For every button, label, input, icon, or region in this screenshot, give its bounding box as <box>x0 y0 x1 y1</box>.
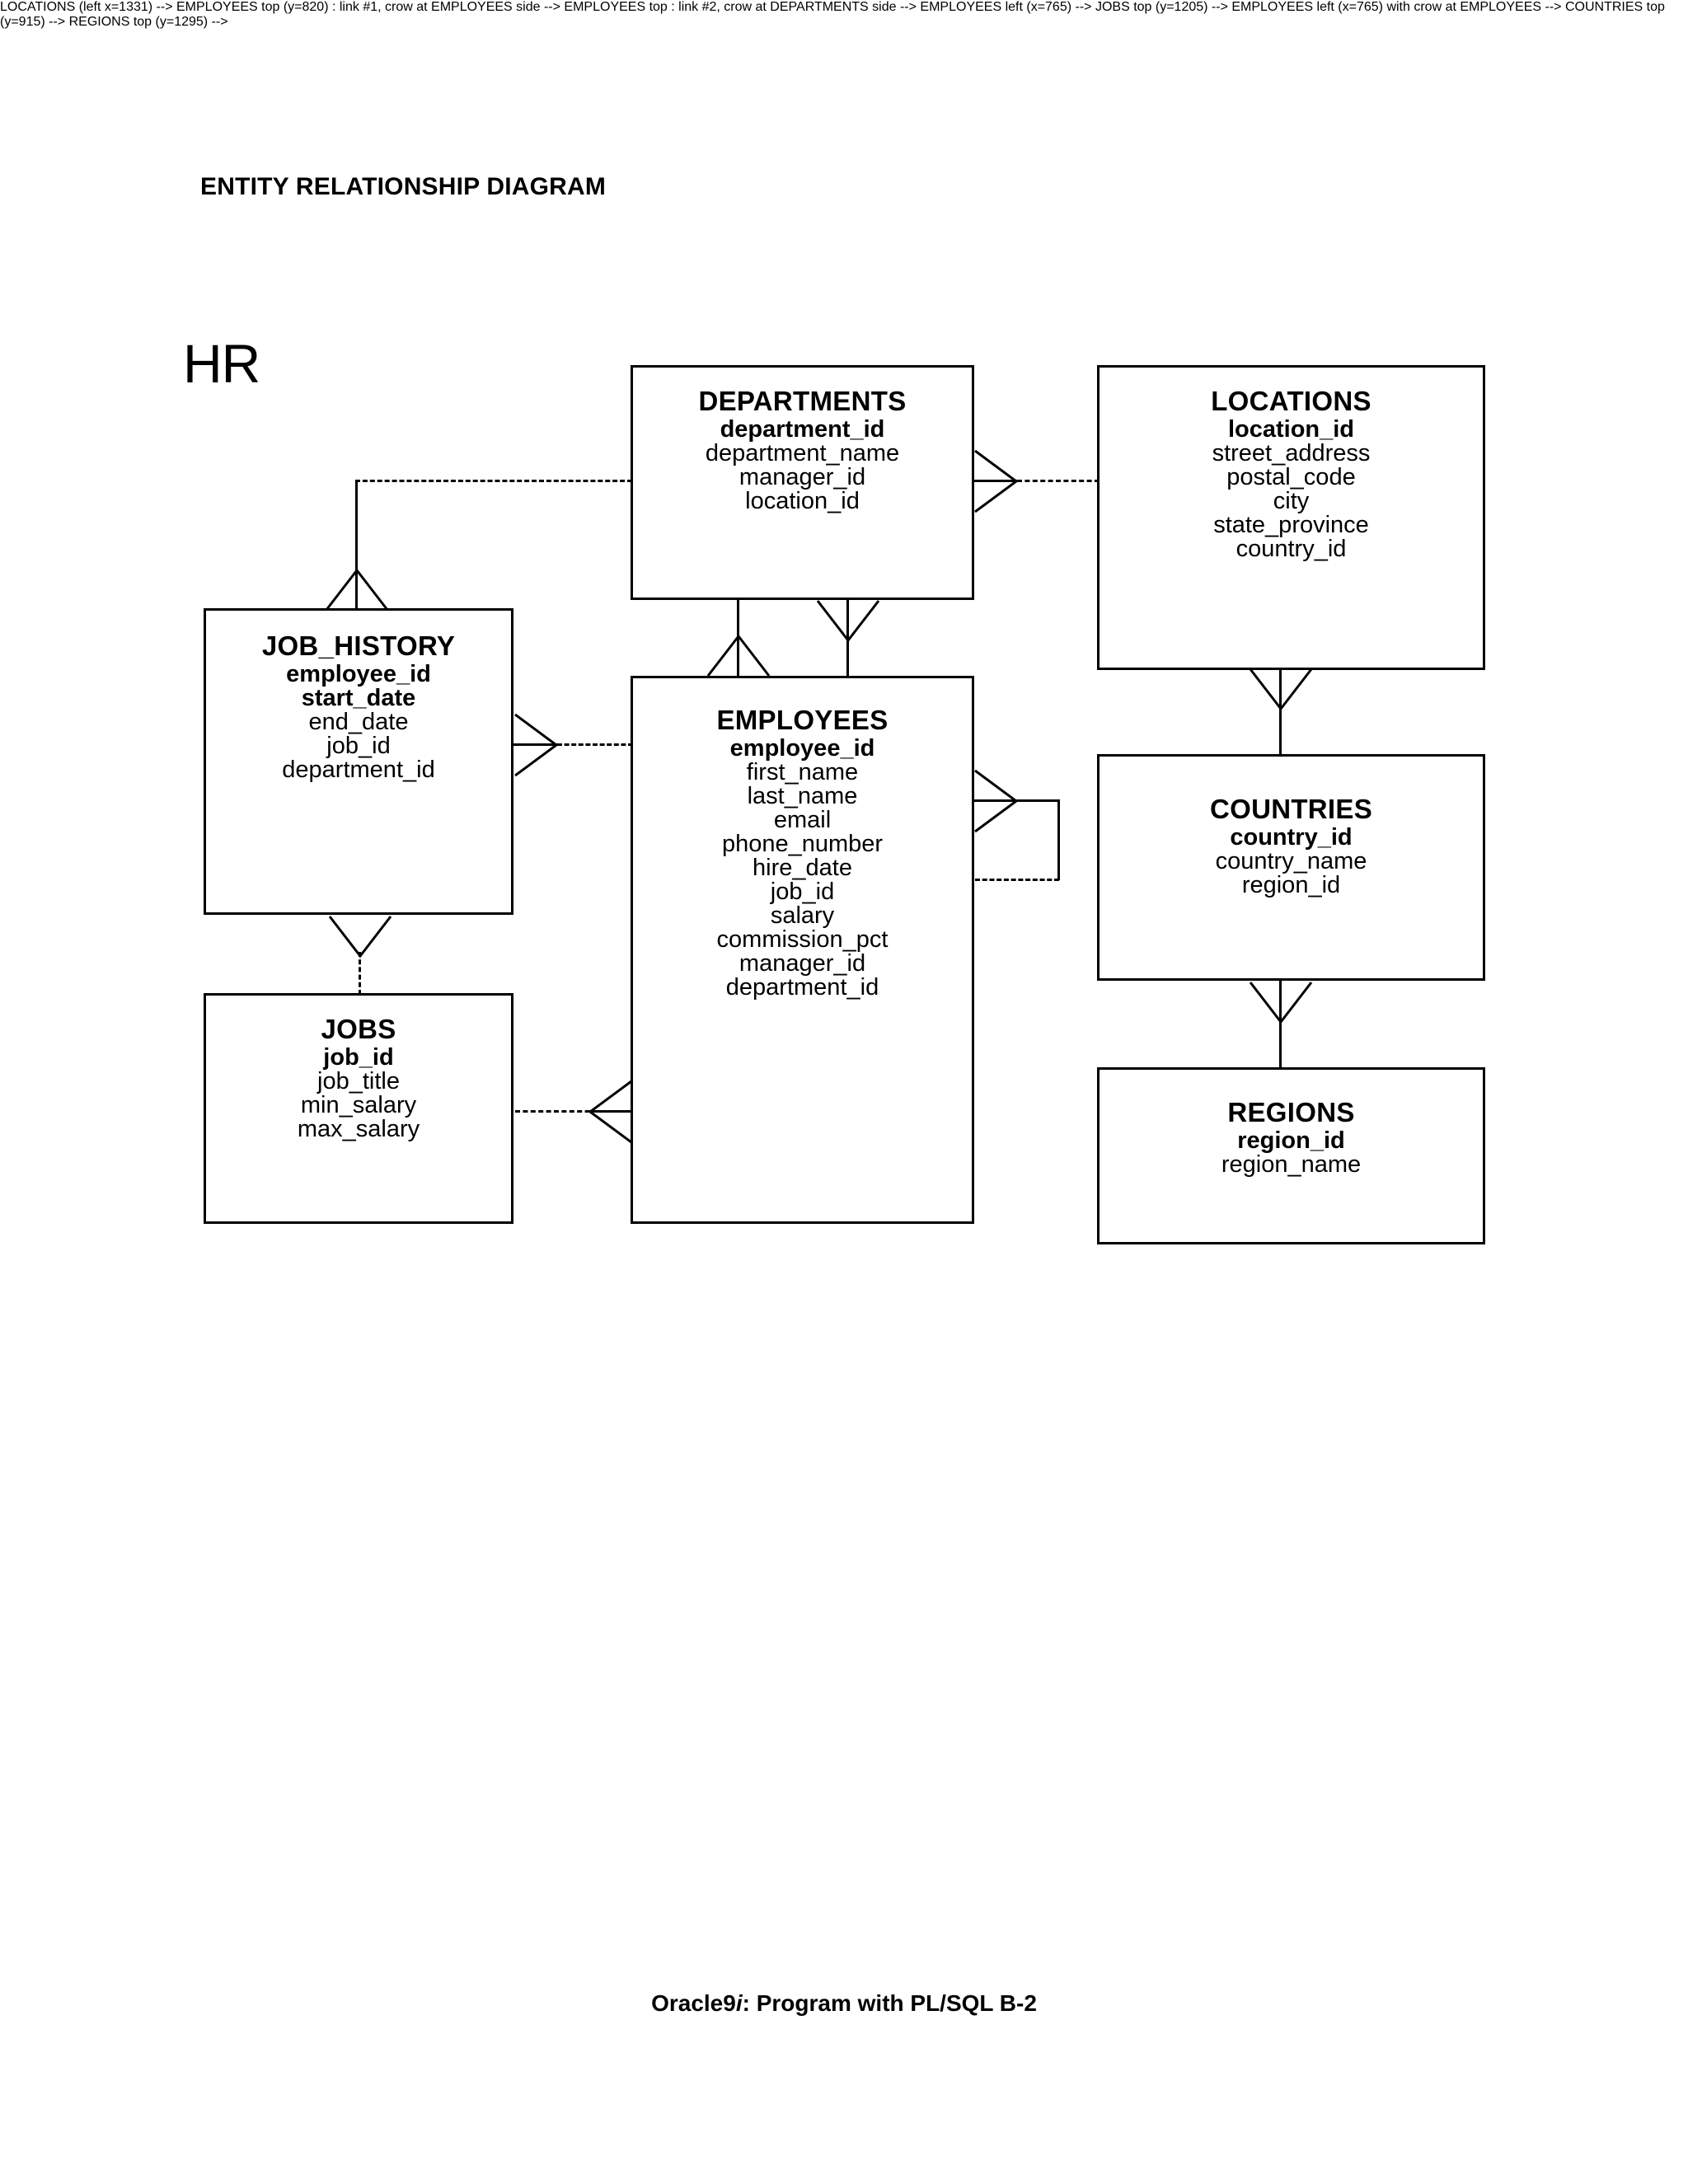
attribute-manager-id: manager_id <box>738 949 866 977</box>
crowfoot-jobs-employees <box>587 1080 633 1144</box>
page-footer: Oracle9i: Program with PL/SQL B-2 <box>0 1990 1688 2017</box>
attribute-location-id: location_id <box>745 487 860 514</box>
rel-country-region-v <box>1279 981 1282 1069</box>
entity-locations[interactable]: LOCATIONS location_id street_address pos… <box>1097 365 1485 670</box>
entity-countries-title: COUNTRIES <box>1209 794 1373 824</box>
attribute-email: email <box>773 806 832 833</box>
entity-countries[interactable]: COUNTRIES country_id country_name region… <box>1097 754 1485 981</box>
attribute-city: city <box>1273 487 1310 514</box>
entity-employees-attributes: employee_id first_name last_name email p… <box>633 734 972 1001</box>
attribute-max-salary: max_salary <box>297 1115 420 1142</box>
crowfoot-employees-self <box>973 769 1020 833</box>
attribute-postal-code: postal_code <box>1226 463 1356 490</box>
schema-label-hr: HR <box>183 333 260 394</box>
attribute-min-salary: min_salary <box>300 1091 417 1118</box>
attribute-department-id: department_id <box>725 973 879 1001</box>
entity-regions-attributes: region_id region_name <box>1100 1127 1483 1178</box>
entity-departments-attributes: department_id department_name manager_id… <box>633 415 972 514</box>
crowfoot-departments-locations <box>973 449 1020 513</box>
crowfoot-dept-emp-2 <box>816 599 880 642</box>
crowfoot-locations-countries <box>1249 668 1313 710</box>
entity-regions-title: REGIONS <box>1227 1097 1355 1127</box>
footer-prefix: Oracle9 <box>651 1990 736 2016</box>
entity-regions[interactable]: REGIONS region_id region_name <box>1097 1067 1485 1244</box>
attribute-region-id: region_id <box>1237 1127 1345 1154</box>
attribute-employee-id: employee_id <box>729 734 875 762</box>
attribute-state-province: state_province <box>1213 511 1369 538</box>
rel-emp-self-bottom <box>975 879 1059 881</box>
rel-loc-country-v <box>1279 668 1282 756</box>
attribute-country-name: country_name <box>1215 847 1367 874</box>
rel-jobs-emp-line <box>515 1110 598 1113</box>
rel-dept-jobhist-h <box>355 480 632 482</box>
crowfoot-departments-jobhistory <box>325 569 389 612</box>
entity-departments-title: DEPARTMENTS <box>698 386 907 416</box>
attribute-street-address: street_address <box>1212 439 1371 466</box>
crowfoot-jobhistory-employees <box>513 713 560 777</box>
entity-employees[interactable]: EMPLOYEES employee_id first_name last_na… <box>631 676 974 1224</box>
entity-job-history[interactable]: JOB_HISTORY employee_id start_date end_d… <box>204 608 513 915</box>
attribute-department-id: department_id <box>282 756 435 783</box>
footer-suffix: : Program with PL/SQL B-2 <box>742 1990 1037 2016</box>
crowfoot-jobhistory-jobs <box>328 915 392 958</box>
footer-italic-i: i <box>735 1990 743 2016</box>
entity-locations-title: LOCATIONS <box>1211 386 1372 416</box>
rel-jobhist-jobs-v <box>359 952 361 995</box>
entity-employees-title: EMPLOYEES <box>716 705 889 735</box>
entity-job-history-attributes: employee_id start_date end_date job_id d… <box>206 660 511 783</box>
attribute-start-date: start_date <box>301 684 416 711</box>
attribute-country-id: country_id <box>1236 535 1347 562</box>
rel-dept-jobhist-v <box>355 480 358 612</box>
crowfoot-dept-emp-1 <box>706 635 771 677</box>
entity-jobs[interactable]: JOBS job_id job_title min_salary max_sal… <box>204 993 513 1224</box>
attribute-region-name: region_name <box>1221 1151 1362 1178</box>
attribute-job-title: job_title <box>317 1067 400 1094</box>
attribute-job-id: job_id <box>770 878 835 905</box>
attribute-hire-date: hire_date <box>753 854 852 881</box>
page-title: ENTITY RELATIONSHIP DIAGRAM <box>200 173 607 200</box>
attribute-salary: salary <box>770 902 835 929</box>
attribute-region-id: region_id <box>1241 871 1341 898</box>
crowfoot-countries-regions <box>1249 981 1313 1024</box>
attribute-first-name: first_name <box>746 758 859 785</box>
attribute-employee-id: employee_id <box>286 660 431 687</box>
attribute-job-id: job_id <box>323 1043 394 1071</box>
attribute-commission-pct: commission_pct <box>716 926 889 953</box>
entity-job-history-title: JOB_HISTORY <box>261 630 456 661</box>
rel-emp-self-right <box>1057 799 1060 880</box>
attribute-job-id: job_id <box>326 732 391 759</box>
rel-jobhist-emp-line <box>557 743 633 746</box>
entity-locations-attributes: location_id street_address postal_code c… <box>1100 415 1483 562</box>
attribute-department-name: department_name <box>705 439 900 466</box>
attribute-end-date: end_date <box>308 708 409 735</box>
attribute-department-id: department_id <box>720 415 885 443</box>
attribute-last-name: last_name <box>747 782 858 809</box>
rel-jobs-emp-stub <box>589 1110 632 1113</box>
attribute-location-id: location_id <box>1227 415 1355 443</box>
entity-jobs-attributes: job_id job_title min_salary max_salary <box>206 1043 511 1142</box>
entity-countries-attributes: country_id country_name region_id <box>1100 823 1483 898</box>
rel-dept-loc-line <box>1017 480 1100 482</box>
attribute-manager-id: manager_id <box>738 463 866 490</box>
rel-dept-loc-stub <box>973 480 1019 482</box>
entity-jobs-title: JOBS <box>321 1014 396 1044</box>
entity-departments[interactable]: DEPARTMENTS department_id department_nam… <box>631 365 974 600</box>
attribute-phone-number: phone_number <box>721 830 884 857</box>
rel-jobhist-emp-stub <box>513 743 559 746</box>
attribute-country-id: country_id <box>1230 823 1353 851</box>
